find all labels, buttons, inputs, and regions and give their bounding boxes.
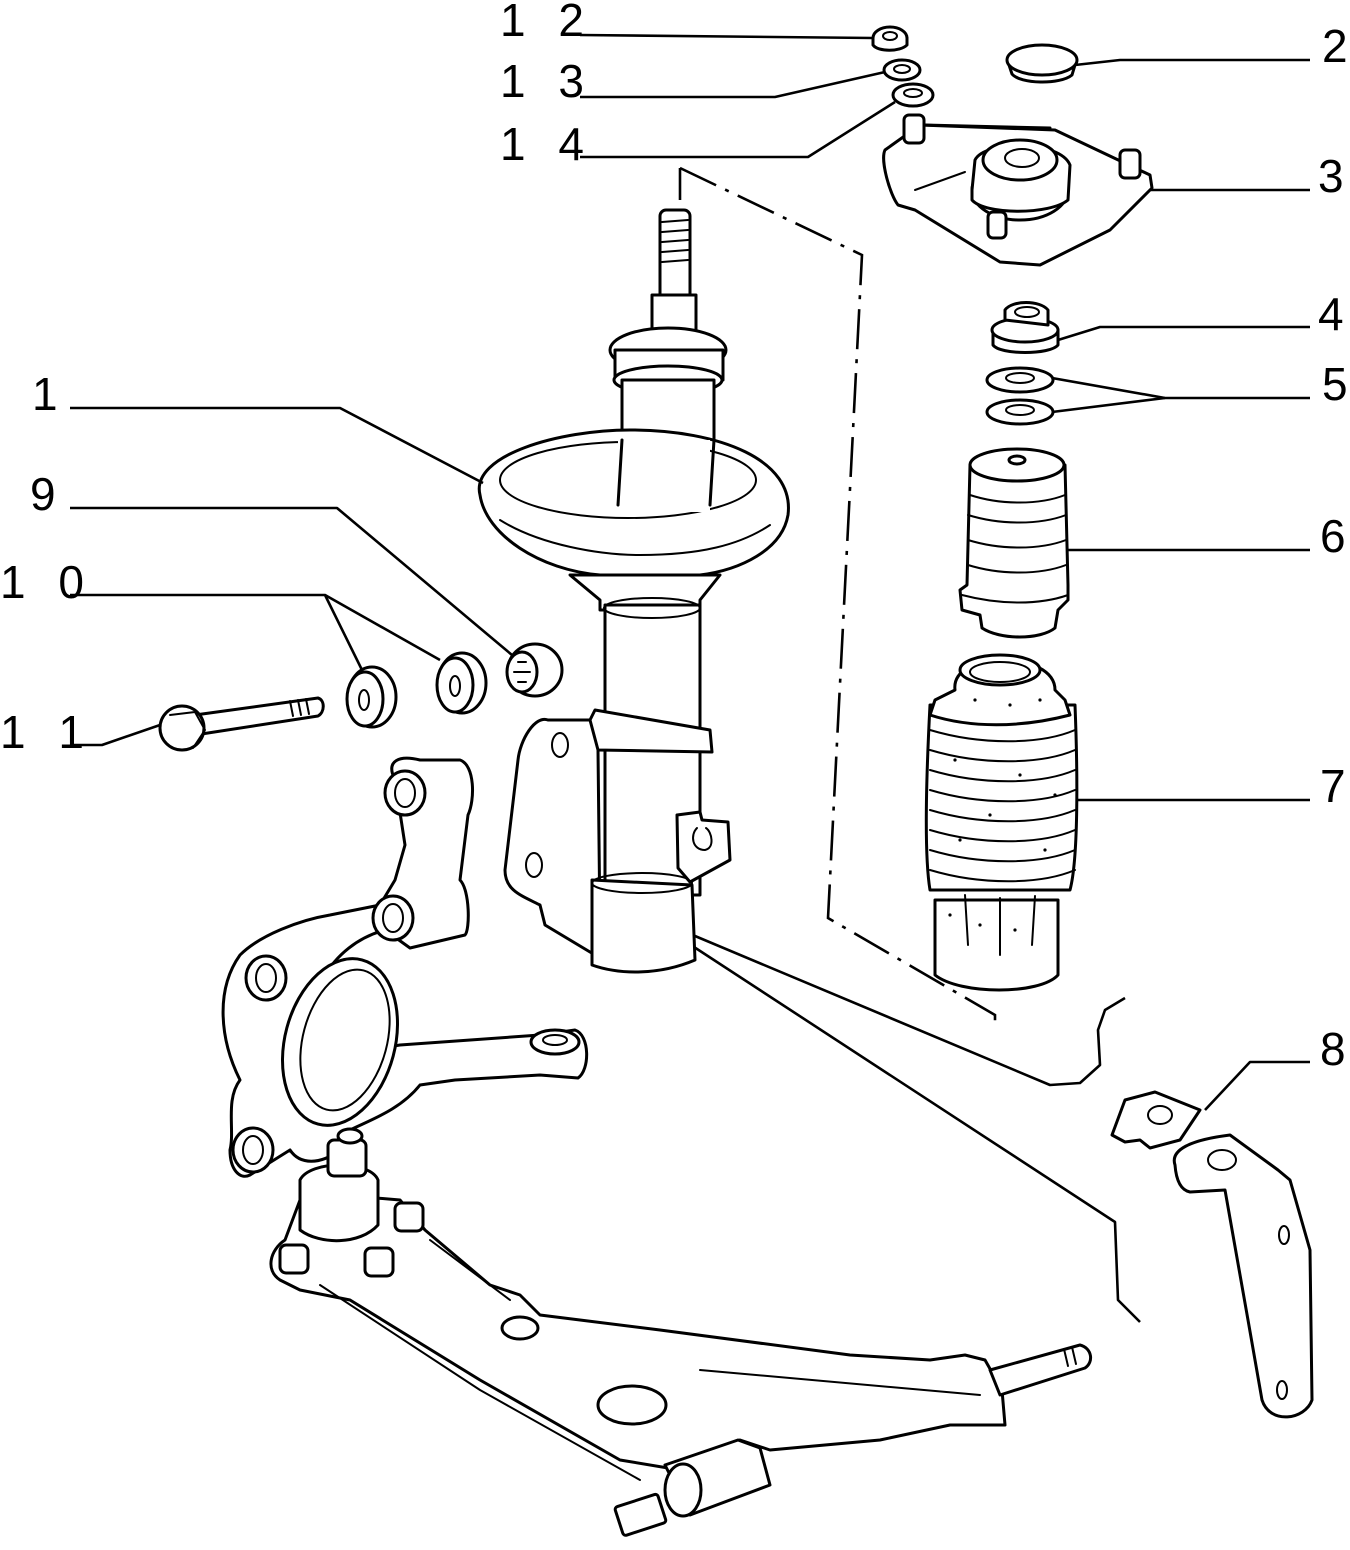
top-nut[interactable] bbox=[871, 25, 909, 52]
hex-nut[interactable] bbox=[505, 642, 564, 698]
callout-1[interactable]: 1 bbox=[32, 368, 68, 420]
bump-stop[interactable] bbox=[958, 447, 1070, 639]
callout-9[interactable]: 9 bbox=[30, 468, 66, 520]
dust-cap[interactable] bbox=[1005, 43, 1079, 84]
callout-12[interactable]: 1 2 bbox=[500, 0, 594, 46]
washers[interactable] bbox=[985, 366, 1055, 426]
callout-10[interactable]: 1 0 bbox=[0, 556, 94, 608]
brake-hose-bracket[interactable] bbox=[1110, 1090, 1314, 1419]
callout-8[interactable]: 8 bbox=[1320, 1023, 1350, 1075]
strut-top-mount[interactable] bbox=[882, 113, 1154, 267]
split-washer[interactable] bbox=[882, 58, 922, 82]
callout-6[interactable]: 6 bbox=[1320, 510, 1350, 562]
shock-absorber-strut[interactable] bbox=[477, 208, 790, 974]
callout-4[interactable]: 4 bbox=[1318, 288, 1350, 340]
strut-base-leaders bbox=[644, 913, 1141, 1323]
protective-bellows[interactable] bbox=[924, 653, 1079, 992]
lower-control-arm bbox=[269, 1127, 1093, 1537]
callout-3[interactable]: 3 bbox=[1318, 150, 1350, 202]
self-locking-nut[interactable] bbox=[990, 301, 1060, 354]
callout-labels: 1 2 1 3 1 4 1 9 1 0 1 1 2 3 4 5 6 7 8 bbox=[0, 0, 1350, 1075]
callout-11[interactable]: 1 1 bbox=[0, 706, 94, 758]
callout-leaders bbox=[70, 33, 1310, 1111]
callout-5[interactable]: 5 bbox=[1322, 358, 1350, 410]
steering-knuckle bbox=[221, 756, 589, 1178]
callout-13[interactable]: 1 3 bbox=[500, 55, 594, 107]
bolt[interactable] bbox=[158, 696, 325, 752]
callout-2[interactable]: 2 bbox=[1322, 20, 1350, 72]
assembly-axis-line bbox=[678, 166, 997, 1022]
callout-7[interactable]: 7 bbox=[1320, 760, 1350, 812]
callout-14[interactable]: 1 4 bbox=[500, 118, 594, 170]
flat-washer[interactable] bbox=[891, 82, 935, 108]
spacer-washers[interactable] bbox=[345, 651, 488, 729]
